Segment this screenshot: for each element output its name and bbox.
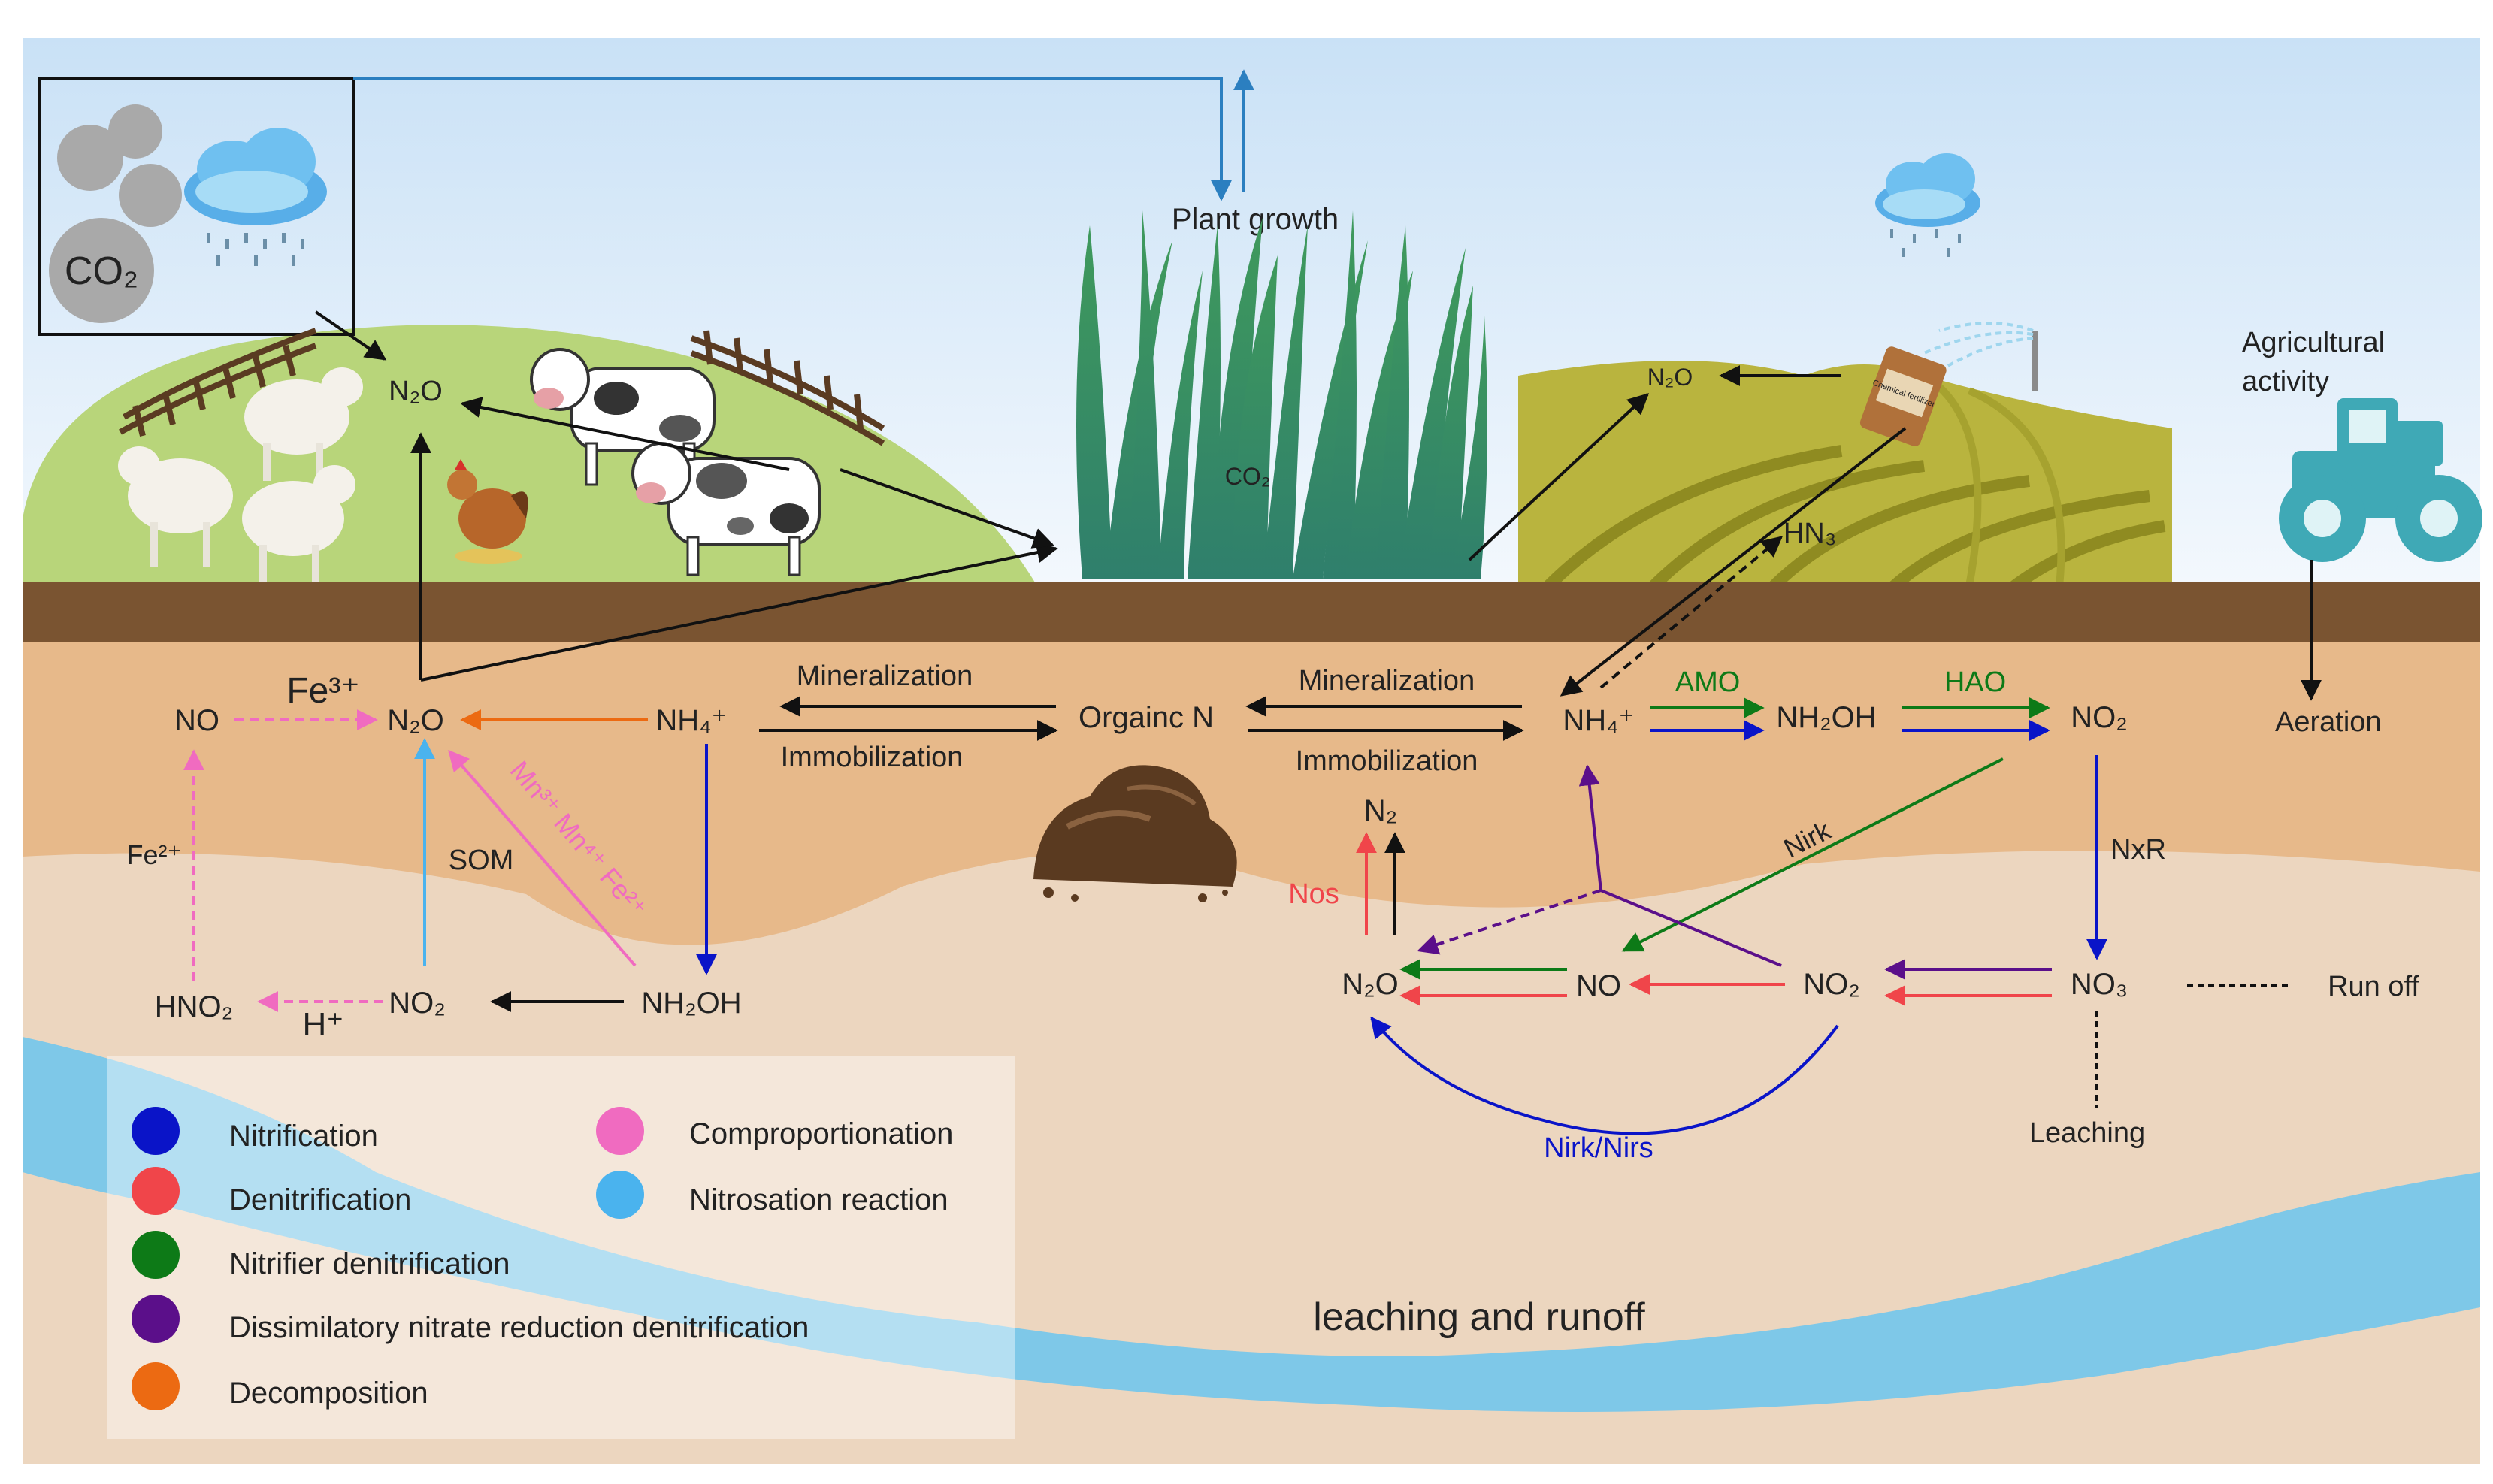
no-left-label: NO <box>174 704 219 737</box>
cow-icon <box>631 442 821 576</box>
topsoil-band <box>23 582 2480 642</box>
leaching-label: Leaching <box>2029 1117 2145 1149</box>
som-label: SOM <box>449 845 514 876</box>
legend-swatch <box>132 1167 180 1215</box>
immobilization-right-label: Immobilization <box>1296 745 1478 777</box>
nh4-left-label: NH₄⁺ <box>655 704 727 737</box>
legend-label: Comproportionation <box>689 1117 953 1150</box>
hno2-label: HNO₂ <box>155 990 233 1023</box>
nirk-nirs-label: Nirk/Nirs <box>1544 1132 1653 1164</box>
plant-co2-label: CO₂ <box>1225 463 1270 490</box>
gas-bubble <box>49 218 154 323</box>
legend-swatch <box>596 1171 644 1219</box>
legend-swatch <box>132 1362 180 1410</box>
fe3-label: Fe³⁺ <box>286 671 359 711</box>
legend-label: Nitrifier denitrification <box>229 1247 510 1280</box>
chicken-icon <box>447 459 528 564</box>
soil-process-arrows <box>183 696 2292 1135</box>
legend-label: Nitrification <box>229 1120 378 1153</box>
agricultural-activity-label: Agricultural <box>2242 327 2385 358</box>
nh4-right-label: NH₄⁺ <box>1563 704 1634 737</box>
nos-label: Nos <box>1288 878 1339 910</box>
legend-label: Dissimilatory nitrate reduction denitrif… <box>229 1311 809 1344</box>
fe2-label: Fe²⁺ <box>126 839 181 870</box>
plant-growth-arrows <box>353 69 1254 201</box>
sheep-icon <box>244 367 363 481</box>
nxr-label: NxR <box>2110 834 2166 866</box>
amo-label: AMO <box>1675 666 1741 698</box>
legend-item: Denitrification <box>132 1167 411 1217</box>
plant-growth-label: Plant growth <box>1172 203 1339 236</box>
legend-panel <box>107 1056 1015 1439</box>
mineralization-right-label: Mineralization <box>1299 665 1475 697</box>
hn3-label: HN₃ <box>1784 518 1836 549</box>
leaching-runoff-label: leaching and runoff <box>1313 1295 1645 1339</box>
legend-item: Comproportionation <box>596 1107 953 1155</box>
organic-n-label: Orgainc N <box>1079 701 1214 734</box>
soil-pile-icon <box>1033 765 1237 902</box>
legend-swatch <box>132 1107 180 1155</box>
legend-swatch <box>132 1295 180 1343</box>
above-ground-arrows <box>314 310 2322 701</box>
co2-box-label: CO₂ <box>65 249 138 293</box>
legend-swatch <box>596 1107 644 1155</box>
tractor-icon <box>2279 398 2482 562</box>
h-plus-label: H⁺ <box>303 1006 344 1043</box>
no2-left-label: NO₂ <box>389 987 446 1020</box>
legend-item: Dissimilatory nitrate reduction denitrif… <box>132 1295 809 1344</box>
legend-swatch <box>132 1231 180 1279</box>
legend-label: Nitrosation reaction <box>689 1183 948 1217</box>
legend-item: Decomposition <box>132 1362 428 1410</box>
nh2oh-right-label: NH₂OH <box>1776 701 1876 734</box>
no2-top-label: NO₂ <box>2071 701 2128 734</box>
soil-labels: NO Fe³⁺ N₂O NH₄⁺ Fe²⁺ SOM Mn³⁺ Mn⁴⁺ Fe²⁺… <box>126 660 2419 1339</box>
legend-item: Nitrosation reaction <box>596 1171 948 1219</box>
fence-icon <box>690 330 885 446</box>
background <box>0 38 2493 1484</box>
no2-right-label: NO₂ <box>1803 968 1860 1001</box>
gas-bubble <box>108 104 162 159</box>
hao-label: HAO <box>1944 666 2006 698</box>
legend-label: Decomposition <box>229 1377 428 1410</box>
agricultural-activity-label-2: activity <box>2242 366 2329 397</box>
n2o-sky-label: N₂O <box>389 376 443 407</box>
n2o-right-label: N₂O <box>1342 968 1399 1001</box>
fence-icon <box>119 328 317 437</box>
aeration-label: Aeration <box>2275 706 2382 738</box>
no-right-label: NO <box>1576 969 1621 1002</box>
immobilization-left-label: Immobilization <box>781 742 964 773</box>
cow-icon <box>530 348 716 486</box>
grass-icon <box>1076 210 1487 579</box>
legend-item: Nitrifier denitrification <box>132 1231 510 1280</box>
run-off-label: Run off <box>2328 971 2419 1002</box>
n2o-left-label: N₂O <box>387 704 444 737</box>
sheep-icon <box>118 446 233 567</box>
mineralization-left-label: Mineralization <box>797 660 973 692</box>
fertilizer-bag-icon: Chemical fertilizer <box>1859 346 1947 446</box>
legend: Nitrification Denitrification Nitrifier … <box>107 1056 1015 1439</box>
sheep-icon <box>242 465 355 582</box>
water-layer <box>23 1037 2480 1412</box>
legend-label: Denitrification <box>229 1183 411 1217</box>
field-n2o-label: N₂O <box>1647 364 1693 391</box>
n2-label: N₂ <box>1364 794 1397 827</box>
co2-box: CO₂ <box>38 77 355 336</box>
white-frame-bottom <box>0 1464 2493 1484</box>
gas-bubble <box>57 125 123 191</box>
gas-bubble <box>119 164 182 227</box>
rain-cloud-icon <box>184 128 327 266</box>
nh2oh-left-label: NH₂OH <box>641 987 741 1020</box>
rain-cloud-icon <box>1875 153 1980 257</box>
no3-label: NO₃ <box>2071 968 2128 1001</box>
legend-item: Nitrification <box>132 1107 378 1155</box>
